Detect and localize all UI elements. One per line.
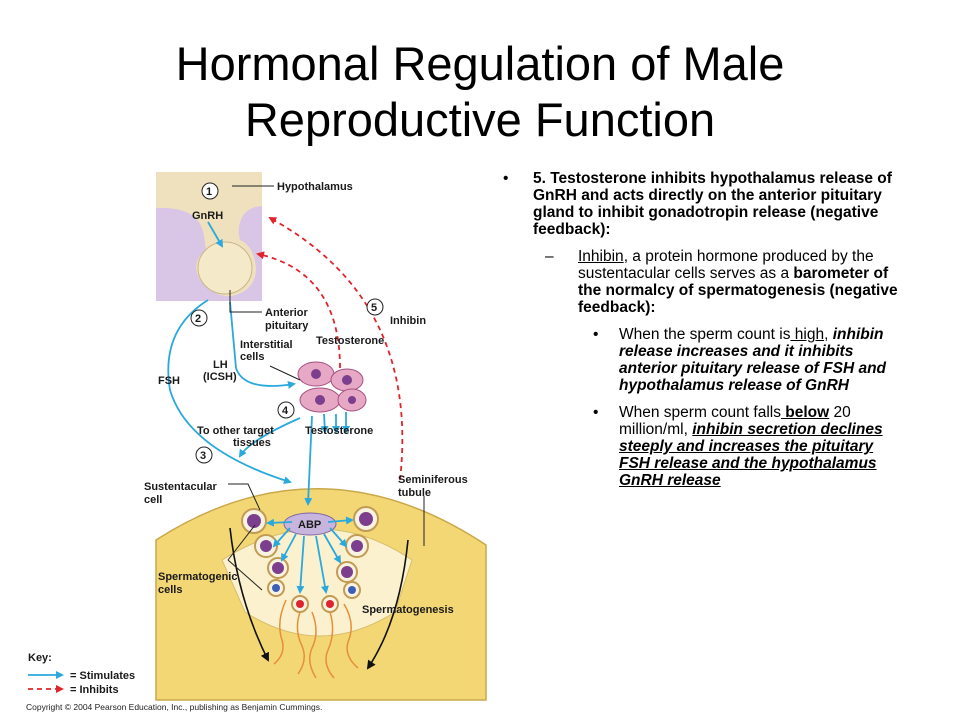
title-line-1: Hormonal Regulation of Male	[175, 37, 785, 90]
low-mid: 20 million/ml,	[619, 404, 851, 438]
copyright-text: Copyright © 2004 Pearson Education, Inc.…	[26, 702, 322, 712]
high-prefix: When the sperm count is	[619, 326, 791, 343]
inhibin-description: , a protein hormone produced by the sust…	[578, 248, 874, 282]
label-cells: cells	[240, 351, 264, 363]
high-effect: inhibin release increases and it inhibit…	[619, 326, 887, 394]
label-gnrh: GnRH	[192, 210, 223, 222]
label-hypothalamus: Hypothalamus	[277, 181, 353, 193]
stimulate-arrows	[167, 221, 354, 594]
step-2: 2	[195, 313, 201, 325]
interstitial-cells	[297, 361, 367, 413]
label-spermatogenic-cells: cells	[158, 584, 182, 596]
title-line-2: Reproductive Function	[244, 93, 716, 146]
high-comma: ,	[824, 326, 829, 343]
spermatogenic-cells	[241, 506, 379, 613]
abp-oval	[283, 512, 337, 536]
label-to-other: To other target	[197, 425, 274, 437]
label-tissues: tissues	[233, 437, 271, 449]
low-prefix: When sperm count falls	[619, 404, 781, 421]
key-stimulates: = Stimulates	[70, 670, 135, 682]
low-word: below	[780, 404, 830, 421]
diagram-key: Key: = Stimulates = Inhibits	[28, 652, 135, 696]
label-sustentacular: Sustentacular	[144, 481, 217, 493]
label-icsh: (ICSH)	[203, 371, 237, 383]
inhibit-arrows	[256, 217, 404, 481]
anterior-pituitary-shape	[197, 241, 253, 295]
key-inhibits: = Inhibits	[70, 684, 119, 696]
label-tubule: tubule	[398, 487, 431, 499]
high-word: high	[790, 326, 825, 343]
key-title: Key:	[28, 652, 52, 664]
slide-title: Hormonal Regulation of Male Reproductive…	[40, 36, 920, 148]
sperm-tails	[273, 599, 359, 679]
step-4: 4	[282, 405, 289, 417]
label-pituitary: pituitary	[265, 320, 309, 332]
spermatogenesis-arrows	[229, 527, 409, 670]
bullet-sperm-low: When sperm count falls below 20 million/…	[493, 404, 903, 489]
label-seminiferous: Seminiferous	[398, 474, 468, 486]
step-1: 1	[206, 186, 212, 198]
bullet-main: 5. Testosterone inhibits hypothalamus re…	[493, 170, 903, 238]
step-3: 3	[200, 450, 206, 462]
label-interstitial: Interstitial	[240, 339, 293, 351]
leader-lines	[227, 185, 425, 591]
label-spermatogenic: Spermatogenic	[158, 571, 237, 583]
label-testosterone-top: Testosterone	[316, 335, 384, 347]
low-effect: inhibin secretion declines steeply and i…	[619, 421, 883, 489]
label-lh: LH	[213, 359, 228, 371]
label-spermatogenesis: Spermatogenesis	[362, 604, 454, 616]
inhibin-term: Inhibin	[578, 248, 624, 265]
step-5: 5	[371, 302, 377, 314]
label-fsh: FSH	[158, 375, 180, 387]
step-markers: 1 2 3 4 5	[190, 182, 384, 464]
label-inhibin: Inhibin	[390, 315, 426, 327]
bullet-sperm-high: When the sperm count is high, inhibin re…	[493, 326, 903, 394]
label-anterior: Anterior	[265, 307, 309, 319]
inhibin-barometer: barometer of the normalcy of spermatogen…	[578, 265, 898, 316]
label-sustentacular-cell: cell	[144, 494, 162, 506]
label-testosterone-bottom: Testosterone	[305, 425, 373, 437]
bullet-inhibin: Inhibin, a protein hormone produced by t…	[493, 248, 903, 316]
abp-label: ABP	[298, 519, 321, 531]
bullet-text-panel: 5. Testosterone inhibits hypothalamus re…	[493, 170, 903, 499]
